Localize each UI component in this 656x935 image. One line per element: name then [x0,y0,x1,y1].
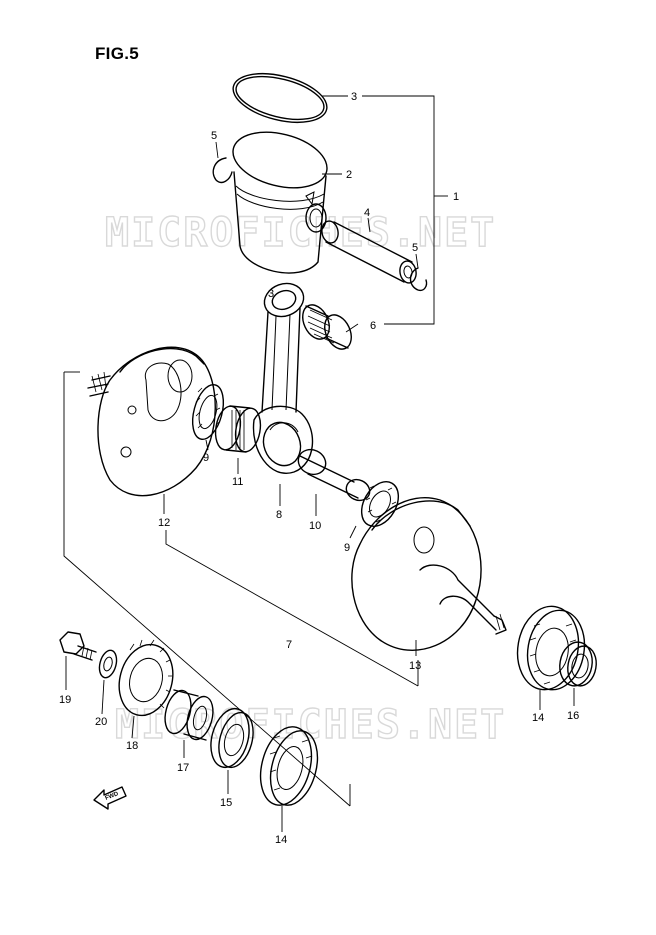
spacer [164,689,214,741]
callout-12: 12 [158,517,170,529]
callout-19: 19 [59,694,71,706]
callout-5-left: 5 [211,130,217,142]
callout-9-left: 9 [203,452,209,464]
washer [98,649,118,679]
callout-6: 6 [370,320,376,332]
callout-14-left: 14 [275,834,287,846]
crankshaft-right-half [351,497,507,651]
callout-14-right: 14 [532,712,544,724]
thrust-washer-right [360,481,400,527]
bolt [59,631,97,661]
callout-7: 7 [286,639,292,651]
callout-11: 11 [232,476,243,488]
connecting-rod [252,282,314,474]
watermark-top: MICROFICHES.NET [105,210,496,256]
callout-1: 1 [453,191,459,203]
callout-8: 8 [276,509,282,521]
crankshaft-left-half [87,346,216,497]
oil-seal-right [559,641,597,687]
leader-lines [63,95,575,832]
callout-16: 16 [567,710,579,722]
callout-9-right: 9 [344,542,350,554]
callout-17: 17 [177,762,189,774]
needle-bearing-big-end [214,405,262,453]
circlip-left [212,157,233,184]
piston-pin [321,220,417,284]
figure-title: FIG.5 [95,44,140,63]
bearing-left [259,726,319,806]
callout-10: 10 [309,520,321,532]
callout-18: 18 [126,740,138,752]
watermark-bottom: MICROFICHES.NET [115,702,506,748]
callout-5-right: 5 [412,242,418,254]
callout-4: 4 [364,207,370,219]
fwd-arrow-icon: FWD [93,786,127,810]
callout-3-rod-mark: 3 [268,288,274,300]
piston [232,131,328,274]
crank-pin [297,448,371,502]
thrust-washer-left [191,384,225,440]
callout-labels: 3 1 2 5 4 5 3 6 9 11 8 10 12 9 7 13 19 2… [59,91,579,846]
callout-2: 2 [346,169,352,181]
callout-20: 20 [95,716,107,728]
callout-13: 13 [409,660,421,672]
primary-drive-gear [118,639,174,717]
fwd-label: FWD [105,791,121,802]
needle-bearing-small-end [302,304,352,350]
callout-15: 15 [220,797,232,809]
piston-ring [232,72,328,124]
circlip-right [409,267,428,292]
callout-3: 3 [351,91,357,103]
